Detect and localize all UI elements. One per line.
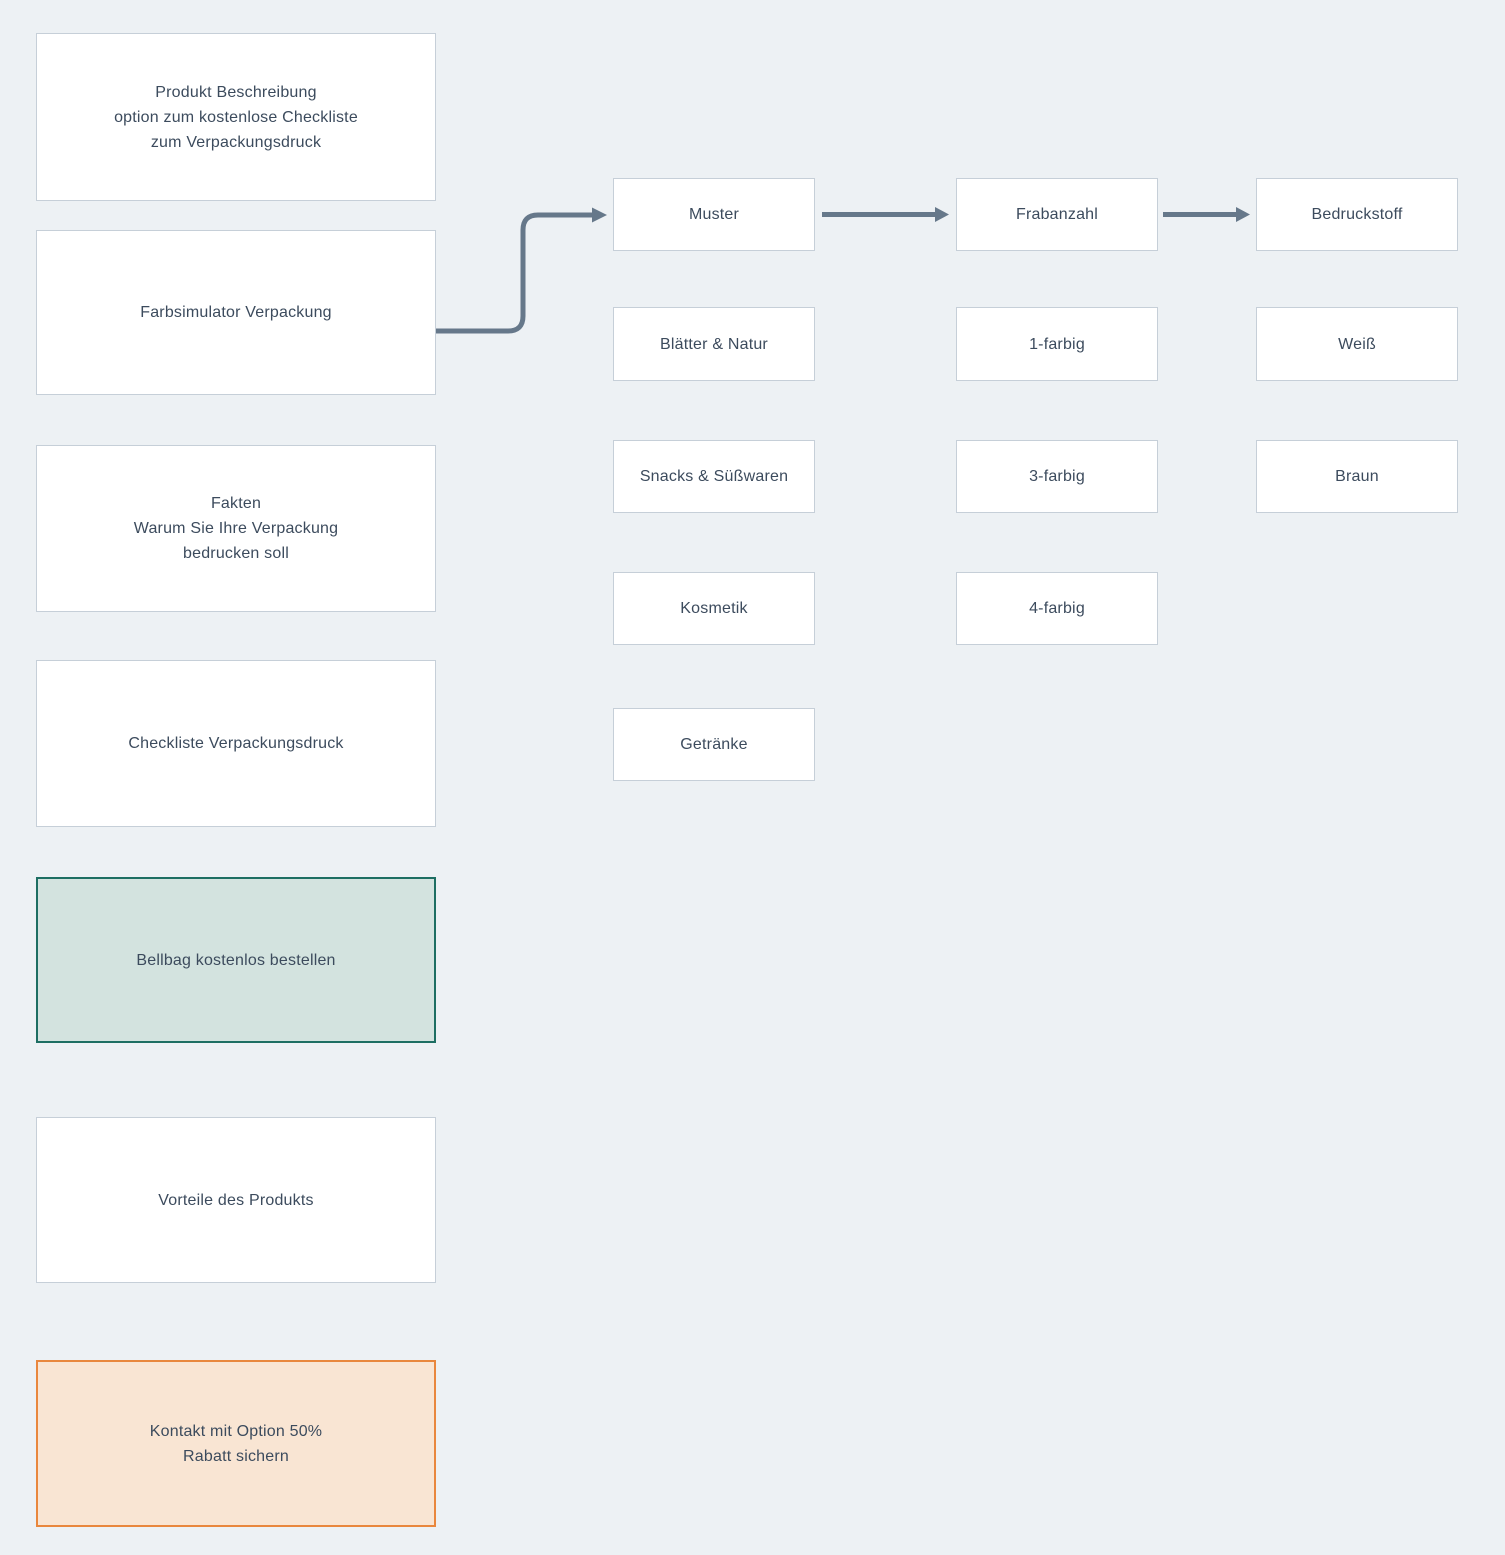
node-checkliste[interactable]: Checkliste Verpackungsdruck	[36, 660, 436, 827]
node-1-farbig[interactable]: 1-farbig	[956, 307, 1158, 381]
connector-muster-to-frabanzahl[interactable]	[822, 207, 949, 222]
node-4-farbig[interactable]: 4-farbig	[956, 572, 1158, 645]
node-label: Frabanzahl	[1015, 206, 1099, 223]
connector-elbow-line[interactable]	[436, 212, 592, 334]
node-label: Muster	[688, 206, 740, 223]
arrowhead-icon	[592, 207, 607, 223]
node-label: Kosmetik	[680, 600, 748, 617]
node-label: Blätter & Natur	[660, 335, 768, 353]
node-label: Vorteile des Produkts	[158, 1191, 314, 1209]
node-muster[interactable]: Muster	[613, 178, 815, 251]
node-label: Warum Sie Ihre Verpackung	[133, 520, 339, 537]
node-fakten[interactable]: Fakten Warum Sie Ihre Verpackung bedruck…	[36, 445, 436, 612]
node-label: Kontakt mit Option 50%	[149, 1422, 323, 1440]
node-produkt-beschreibung[interactable]: Produkt Beschreibung option zum kostenlo…	[36, 33, 436, 201]
node-label: Getränke	[680, 736, 748, 753]
node-getraenke[interactable]: Getränke	[613, 708, 815, 781]
node-label: Fakten	[210, 495, 262, 512]
node-label: Weiß	[1338, 335, 1376, 353]
node-farbsimulator[interactable]: Farbsimulator Verpackung	[36, 230, 436, 395]
node-vorteile[interactable]: Vorteile des Produkts	[36, 1117, 436, 1283]
node-kosmetik[interactable]: Kosmetik	[613, 572, 815, 645]
node-weiss[interactable]: Weiß	[1256, 307, 1458, 381]
connector-farbsimulator-to-muster[interactable]	[436, 207, 607, 334]
node-blaetter-natur[interactable]: Blätter & Natur	[613, 307, 815, 381]
node-bellbag-cta[interactable]: Bellbag kostenlos bestellen	[36, 877, 436, 1043]
node-label: zum Verpackungsdruck	[150, 133, 322, 151]
node-label: Bellbag kostenlos bestellen	[136, 951, 336, 969]
node-3-farbig[interactable]: 3-farbig	[956, 440, 1158, 513]
node-label: 4-farbig	[1029, 600, 1085, 617]
node-braun[interactable]: Braun	[1256, 440, 1458, 513]
node-label: Farbsimulator Verpackung	[140, 304, 332, 321]
node-label: 3-farbig	[1029, 468, 1085, 485]
node-frabanzahl[interactable]: Frabanzahl	[956, 178, 1158, 251]
node-snacks-suesswaren[interactable]: Snacks & Süßwaren	[613, 440, 815, 513]
node-label: Bedruckstoff	[1311, 206, 1403, 223]
node-label: Checkliste Verpackungsdruck	[128, 735, 344, 752]
arrowhead-icon	[935, 207, 949, 222]
connector-frabanzahl-to-bedruckstoff[interactable]	[1163, 207, 1250, 222]
node-label: bedrucken soll	[183, 545, 289, 562]
node-label: Produkt Beschreibung	[155, 83, 317, 101]
node-kontakt-cta[interactable]: Kontakt mit Option 50% Rabatt sichern	[36, 1360, 436, 1527]
node-label: Rabatt sichern	[183, 1447, 289, 1465]
node-label: 1-farbig	[1029, 335, 1085, 353]
node-label: Braun	[1335, 468, 1379, 485]
node-label: Snacks & Süßwaren	[639, 468, 789, 485]
arrowhead-icon	[1236, 207, 1250, 222]
node-label: option zum kostenlose Checkliste	[114, 108, 358, 126]
node-bedruckstoff[interactable]: Bedruckstoff	[1256, 178, 1458, 251]
